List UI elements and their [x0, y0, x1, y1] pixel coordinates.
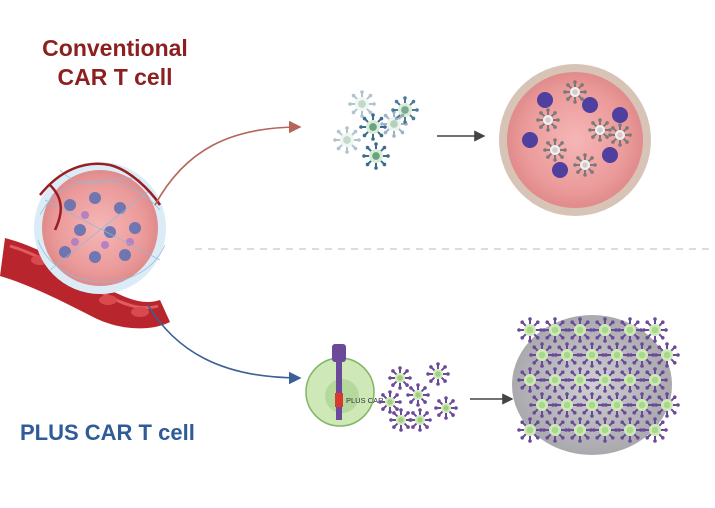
t-cell-icon — [579, 392, 605, 418]
t-cell-icon — [642, 417, 668, 443]
t-cell-icon — [554, 342, 580, 368]
t-cell-icon — [629, 392, 655, 418]
t-cell-icon — [542, 317, 568, 343]
t-cell-icon — [563, 80, 587, 104]
t-cell-icon — [378, 390, 402, 414]
t-cell-icon — [592, 367, 618, 393]
t-cell-icon — [529, 392, 555, 418]
conventional-title-line1: Conventional — [42, 35, 188, 61]
t-cell-icon — [567, 417, 593, 443]
t-cell-icon — [642, 367, 668, 393]
t-cell-icon — [654, 342, 680, 368]
t-cell-icon — [362, 142, 390, 170]
t-cell-icon — [579, 342, 605, 368]
t-cell-icon — [408, 408, 432, 432]
t-cell-icon — [604, 392, 630, 418]
tumor-cell — [537, 92, 553, 108]
t-cell-icon — [542, 367, 568, 393]
t-cell-icon — [592, 417, 618, 443]
t-cell-icon — [604, 342, 630, 368]
t-cell-icon — [391, 96, 419, 124]
t-cell-icon — [333, 126, 361, 154]
t-cell-icon — [654, 392, 680, 418]
t-cell-icon — [543, 138, 567, 162]
conventional-outcome-tumor — [499, 64, 651, 216]
plus-car-t-cell: PLUS CAR — [305, 344, 384, 427]
t-cell-icon — [567, 317, 593, 343]
arrow-to-conventional — [154, 120, 302, 206]
tumor-cell — [602, 147, 618, 163]
t-cell-icon — [434, 396, 458, 420]
conventional-title-line2: CAR T cell — [57, 64, 173, 90]
car-receptor-icon — [332, 344, 346, 420]
t-cell-icon — [348, 90, 376, 118]
arrow-to-plus — [147, 304, 302, 385]
t-cell-icon — [588, 118, 612, 142]
tumor-cell — [522, 132, 538, 148]
t-cell-icon — [608, 123, 632, 147]
t-cell-icon — [567, 367, 593, 393]
tumor-cell — [582, 97, 598, 113]
plus-car-tag: PLUS CAR — [346, 396, 384, 405]
t-cell-icon — [617, 417, 643, 443]
t-cell-icon — [406, 383, 430, 407]
t-cell-icon — [592, 317, 618, 343]
t-cell-icon — [629, 342, 655, 368]
t-cell-icon — [529, 342, 555, 368]
t-cell-icon — [617, 317, 643, 343]
t-cell-icon — [388, 366, 412, 390]
t-cell-icon — [380, 110, 408, 138]
plus-t-cells — [378, 362, 458, 432]
plus-outcome-tumor — [512, 315, 680, 455]
t-cell-icon — [389, 408, 413, 432]
t-cell-icon — [617, 367, 643, 393]
conventional-car-t-title: Conventional CAR T cell — [0, 34, 230, 92]
t-cell-icon — [542, 417, 568, 443]
tumor-cell — [552, 162, 568, 178]
conventional-t-cells — [333, 90, 419, 170]
t-cell-icon — [517, 417, 543, 443]
t-cell-icon — [517, 367, 543, 393]
tumor-cell — [612, 107, 628, 123]
t-cell-icon — [517, 317, 543, 343]
t-cell-icon — [554, 392, 580, 418]
tumor-icon — [34, 162, 166, 294]
t-cell-icon — [359, 113, 387, 141]
plus-car-t-title: PLUS CAR T cell — [20, 420, 195, 445]
t-cell-icon — [642, 317, 668, 343]
t-cell-icon — [426, 362, 450, 386]
t-cell-icon — [573, 153, 597, 177]
t-cell-icon — [536, 108, 560, 132]
